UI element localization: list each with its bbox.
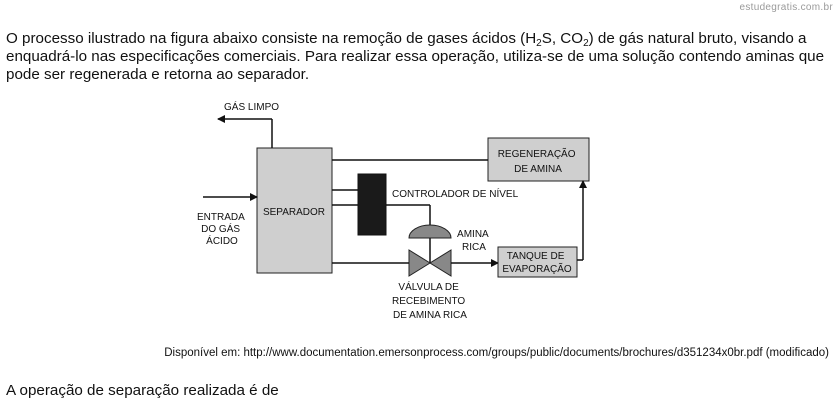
inlet-label: ENTRADA DO GÁS ÁCIDO	[197, 212, 247, 247]
statement-text-1a: O processo ilustrado na figura abaixo co…	[6, 30, 537, 47]
statement-line-2: enquadrá-lo nas especificações comerciai…	[6, 48, 825, 65]
statement-text-1c: ) de gás natural bruto, visando a	[588, 30, 807, 47]
valve-label: VÁLVULA DE RECEBIMENTO DE AMINA RICA	[392, 280, 468, 321]
evaporation-tank-box	[497, 246, 578, 278]
statement-line-3: pode ser regenerada e retorna ao separad…	[6, 66, 310, 83]
regeneration-label: REGENERAÇÃO DE AMINA	[498, 147, 579, 175]
valve-actuator	[408, 224, 452, 239]
source-citation: Disponível em: http://www.documentation.…	[164, 347, 829, 359]
level-controller-label: CONTROLADOR DE NÍVEL	[392, 187, 519, 200]
statement-text-1b: S, CO	[541, 30, 584, 47]
evaporation-tank-label: Tanque de EVAPORAÇÃO	[502, 251, 571, 275]
watermark: estudegratis.com.br	[739, 2, 833, 13]
clean-gas-label: GÁS LIMPO	[224, 100, 279, 113]
question-prompt: A operação de separação realizada é de	[6, 382, 279, 399]
statement-line-1: O processo ilustrado na figura abaixo co…	[6, 30, 832, 49]
separator-box	[256, 147, 333, 274]
question-statement: O processo ilustrado na figura abaixo co…	[6, 30, 832, 84]
separator-label: SEPARADOR	[263, 207, 325, 218]
rich-amine-label: AMINA RICA	[457, 229, 491, 253]
level-controller	[357, 173, 387, 236]
subscript-2: 2	[583, 38, 589, 49]
regeneration-box	[487, 137, 590, 182]
subscript-2: 2	[536, 38, 542, 49]
